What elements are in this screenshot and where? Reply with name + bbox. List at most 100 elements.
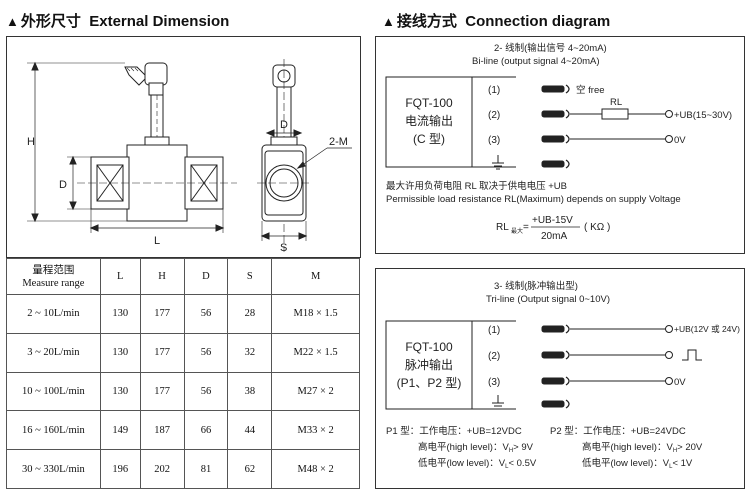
cell-range: 16 ~ 160L/min (6, 410, 101, 451)
cell-L: 149 (99, 410, 141, 451)
header-D: D (183, 258, 229, 295)
zero-v-terminal (665, 135, 673, 143)
label-D: D (59, 179, 67, 191)
formula-eq: = (523, 222, 529, 233)
cell-L: 196 (99, 449, 141, 489)
dimension-drawing-panel: H D L D S 2-M (6, 36, 361, 258)
p2-line3: 低电平(low level)：VL< 1V (582, 457, 693, 470)
box-model: FQT-100 (405, 96, 453, 110)
p1-line3: 低电平(low level)：VL< 0.5V (418, 457, 537, 470)
cell-H: 177 (139, 332, 185, 373)
cell-M: M22 × 1.5 (271, 332, 360, 373)
cell-M: M48 × 2 (271, 449, 360, 489)
plus-ub-terminal (665, 110, 673, 118)
label-L: L (154, 235, 160, 247)
rl-label: RL (610, 97, 622, 108)
cell-H: 187 (139, 410, 185, 451)
cell-D: 66 (183, 410, 229, 451)
pin-1-label: (1) (488, 85, 500, 96)
dimension-drawing: H D L D S 2-M (27, 59, 352, 254)
header-en: Connection diagram (465, 13, 611, 30)
connection-diagram-header: ▲接线方式 Connection diagram (382, 10, 610, 31)
free-label: 空 free (576, 84, 605, 96)
tri-line-diagram-panel: 3- 线制(脉冲输出型) Tri-line (Output signal 0~1… (375, 268, 745, 489)
box-type-zh: 脉冲输出 (405, 357, 453, 372)
header-M: M (271, 258, 360, 295)
pin-2-label: (2) (488, 351, 500, 362)
note-zh: 最大许用负荷电阻 RL 取决于供电电压 +UB (386, 180, 567, 192)
zero-v-label: 0V (674, 135, 686, 146)
cell-S: 44 (227, 410, 273, 451)
cell-D: 81 (183, 449, 229, 489)
header-S: S (227, 258, 273, 295)
p1-line2: 高电平(high level)：VH> 9V (418, 441, 534, 454)
box-model: FQT-100 (405, 340, 453, 354)
label-D-end: D (280, 119, 288, 131)
tri-line-title-en: Tri-line (Output signal 0~10V) (486, 294, 610, 305)
p2-line2: 高电平(high level)：VH> 20V (582, 441, 703, 454)
header-L: L (99, 258, 141, 295)
cell-S: 28 (227, 294, 273, 334)
bi-line-diagram-panel: 2- 线制(输出信号 4~20mA) Bi-line (output signa… (375, 36, 745, 254)
cell-range: 2 ~ 10L/min (6, 294, 101, 334)
cell-H: 177 (139, 294, 185, 334)
cable-icon (124, 66, 148, 86)
pin-2-label: (2) (488, 110, 500, 121)
fqt100-pulse-box (385, 320, 473, 410)
resistor-RL (601, 108, 629, 120)
tri-line-diagram: 3- 线制(脉冲输出型) Tri-line (Output signal 0~1… (385, 280, 740, 470)
cell-M: M27 × 2 (271, 371, 360, 412)
header-en: External Dimension (89, 13, 230, 30)
pin-3-label: (3) (488, 135, 500, 146)
cell-L: 130 (99, 294, 141, 334)
cell-D: 56 (183, 371, 229, 412)
pin-3-label: (3) (488, 377, 500, 388)
cell-M: M33 × 2 (271, 410, 360, 451)
tri-line-title-zh: 3- 线制(脉冲输出型) (494, 280, 578, 292)
zero-v-terminal (665, 377, 673, 385)
formula-unit: ( KΩ ) (584, 222, 610, 233)
pin-connectors (541, 324, 570, 409)
ground-icon (492, 155, 504, 170)
label-S: S (280, 242, 287, 254)
label-2M: 2-M (329, 136, 348, 148)
formula-rl: RL (496, 222, 509, 233)
bi-line-title-en: Bi-line (output signal 4~20mA) (472, 56, 600, 67)
cell-H: 202 (139, 449, 185, 489)
box-type-code: (C 型) (413, 132, 445, 146)
formula-numerator: +UB-15V (532, 215, 573, 226)
p2-line1: P2 型：工作电压：+UB=24VDC (550, 425, 686, 437)
triangle-marker-icon: ▲ (382, 14, 395, 29)
header-zh: 接线方式 (396, 13, 457, 30)
pulse-terminal (665, 351, 673, 359)
zero-v-label: 0V (674, 377, 686, 388)
cell-M: M18 × 1.5 (271, 294, 360, 334)
pulse-wave-icon (682, 349, 702, 361)
fqt100-box (385, 76, 473, 168)
formula-denominator: 20mA (541, 231, 567, 242)
cell-L: 130 (99, 371, 141, 412)
header-zh: 外形尺寸 (20, 13, 81, 30)
bi-line-diagram: 2- 线制(输出信号 4~20mA) Bi-line (output signa… (385, 42, 732, 242)
connector-head (144, 62, 168, 86)
cell-S: 38 (227, 371, 273, 412)
formula-rl-sub: 最大 (511, 227, 523, 235)
bi-line-title-zh: 2- 线制(输出信号 4~20mA) (494, 42, 607, 54)
pin-1-label: (1) (488, 325, 500, 336)
cell-H: 177 (139, 371, 185, 412)
label-H: H (27, 136, 35, 148)
cell-range: 10 ~ 100L/min (6, 371, 101, 412)
plus-ub-terminal (665, 325, 673, 333)
header-H: H (139, 258, 185, 295)
box-type-zh: 电流输出 (405, 113, 453, 128)
cell-D: 56 (183, 332, 229, 373)
pin-connectors (541, 84, 570, 169)
cell-range: 30 ~ 330L/min (6, 449, 101, 489)
cell-S: 32 (227, 332, 273, 373)
p1-line1: P1 型：工作电压：+UB=12VDC (386, 425, 522, 437)
